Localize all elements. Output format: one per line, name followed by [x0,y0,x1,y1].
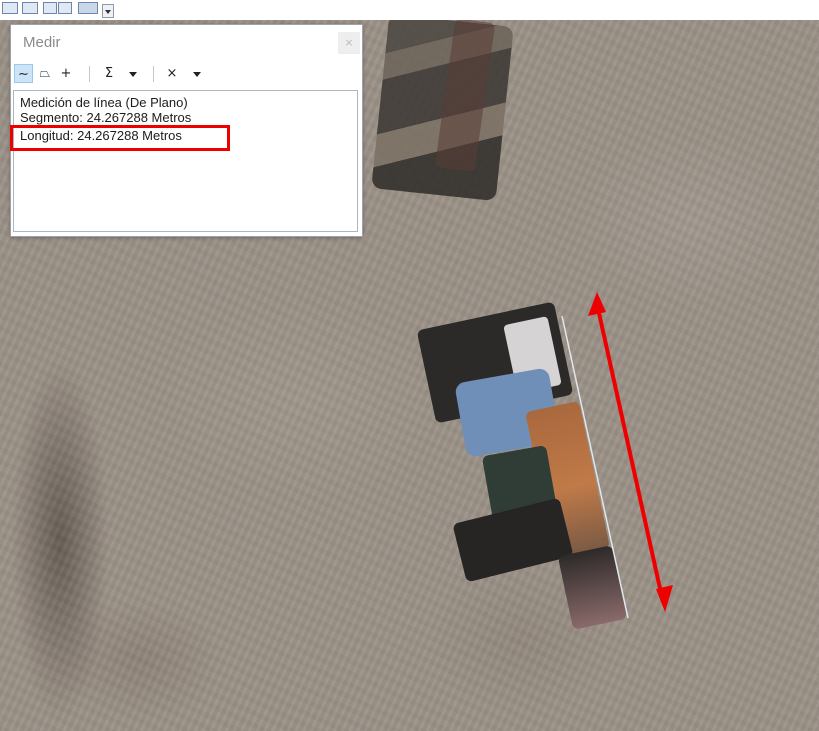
chevron-down-icon[interactable] [193,72,201,77]
toolbar-separator [153,66,154,82]
measure-window-titlebar[interactable]: Medir × [11,25,362,61]
layout-icon[interactable] [2,2,18,14]
close-icon[interactable]: × [338,32,360,54]
measure-results-panel: Medición de línea (De Plano) Segmento: 2… [13,90,358,232]
clear-icon: × [166,66,178,81]
length-highlight-box [10,125,230,151]
length-annotation-arrow [588,292,673,612]
chevron-down-icon[interactable] [129,72,137,77]
grid-icon[interactable] [58,2,72,14]
sigma-icon: Σ [104,66,114,81]
measure-area-button[interactable]: ⏢ [36,64,54,83]
measure-line [561,315,629,619]
plus-icon: + [60,66,72,81]
grid-icon[interactable] [43,2,57,14]
toolbar-separator [89,66,90,82]
measure-feature-button[interactable]: + [57,64,75,83]
window-icon[interactable] [22,2,38,14]
map-overlay [561,292,673,619]
measure-window-title: Medir [23,34,61,51]
table-icon[interactable] [78,2,98,14]
total-length-text: Longitud: 24.267288 Metros [20,128,182,143]
sum-button[interactable]: Σ [101,64,117,83]
line-measure-icon: ∼ [18,67,29,82]
segment-length-text: Segmento: 24.267288 Metros [20,110,192,125]
measurement-type-text: Medición de línea (De Plano) [20,95,188,110]
measure-toolbar: ∼ ⏢ + Σ × [11,63,362,85]
area-measure-icon: ⏢ [39,66,51,81]
measure-window[interactable]: Medir × ∼ ⏢ + Σ × Medición de línea (De … [10,24,363,237]
clear-measure-button[interactable]: × [164,64,180,83]
dropdown-icon[interactable] [102,4,114,18]
measure-line-button[interactable]: ∼ [14,64,33,83]
top-toolbar [0,0,819,21]
